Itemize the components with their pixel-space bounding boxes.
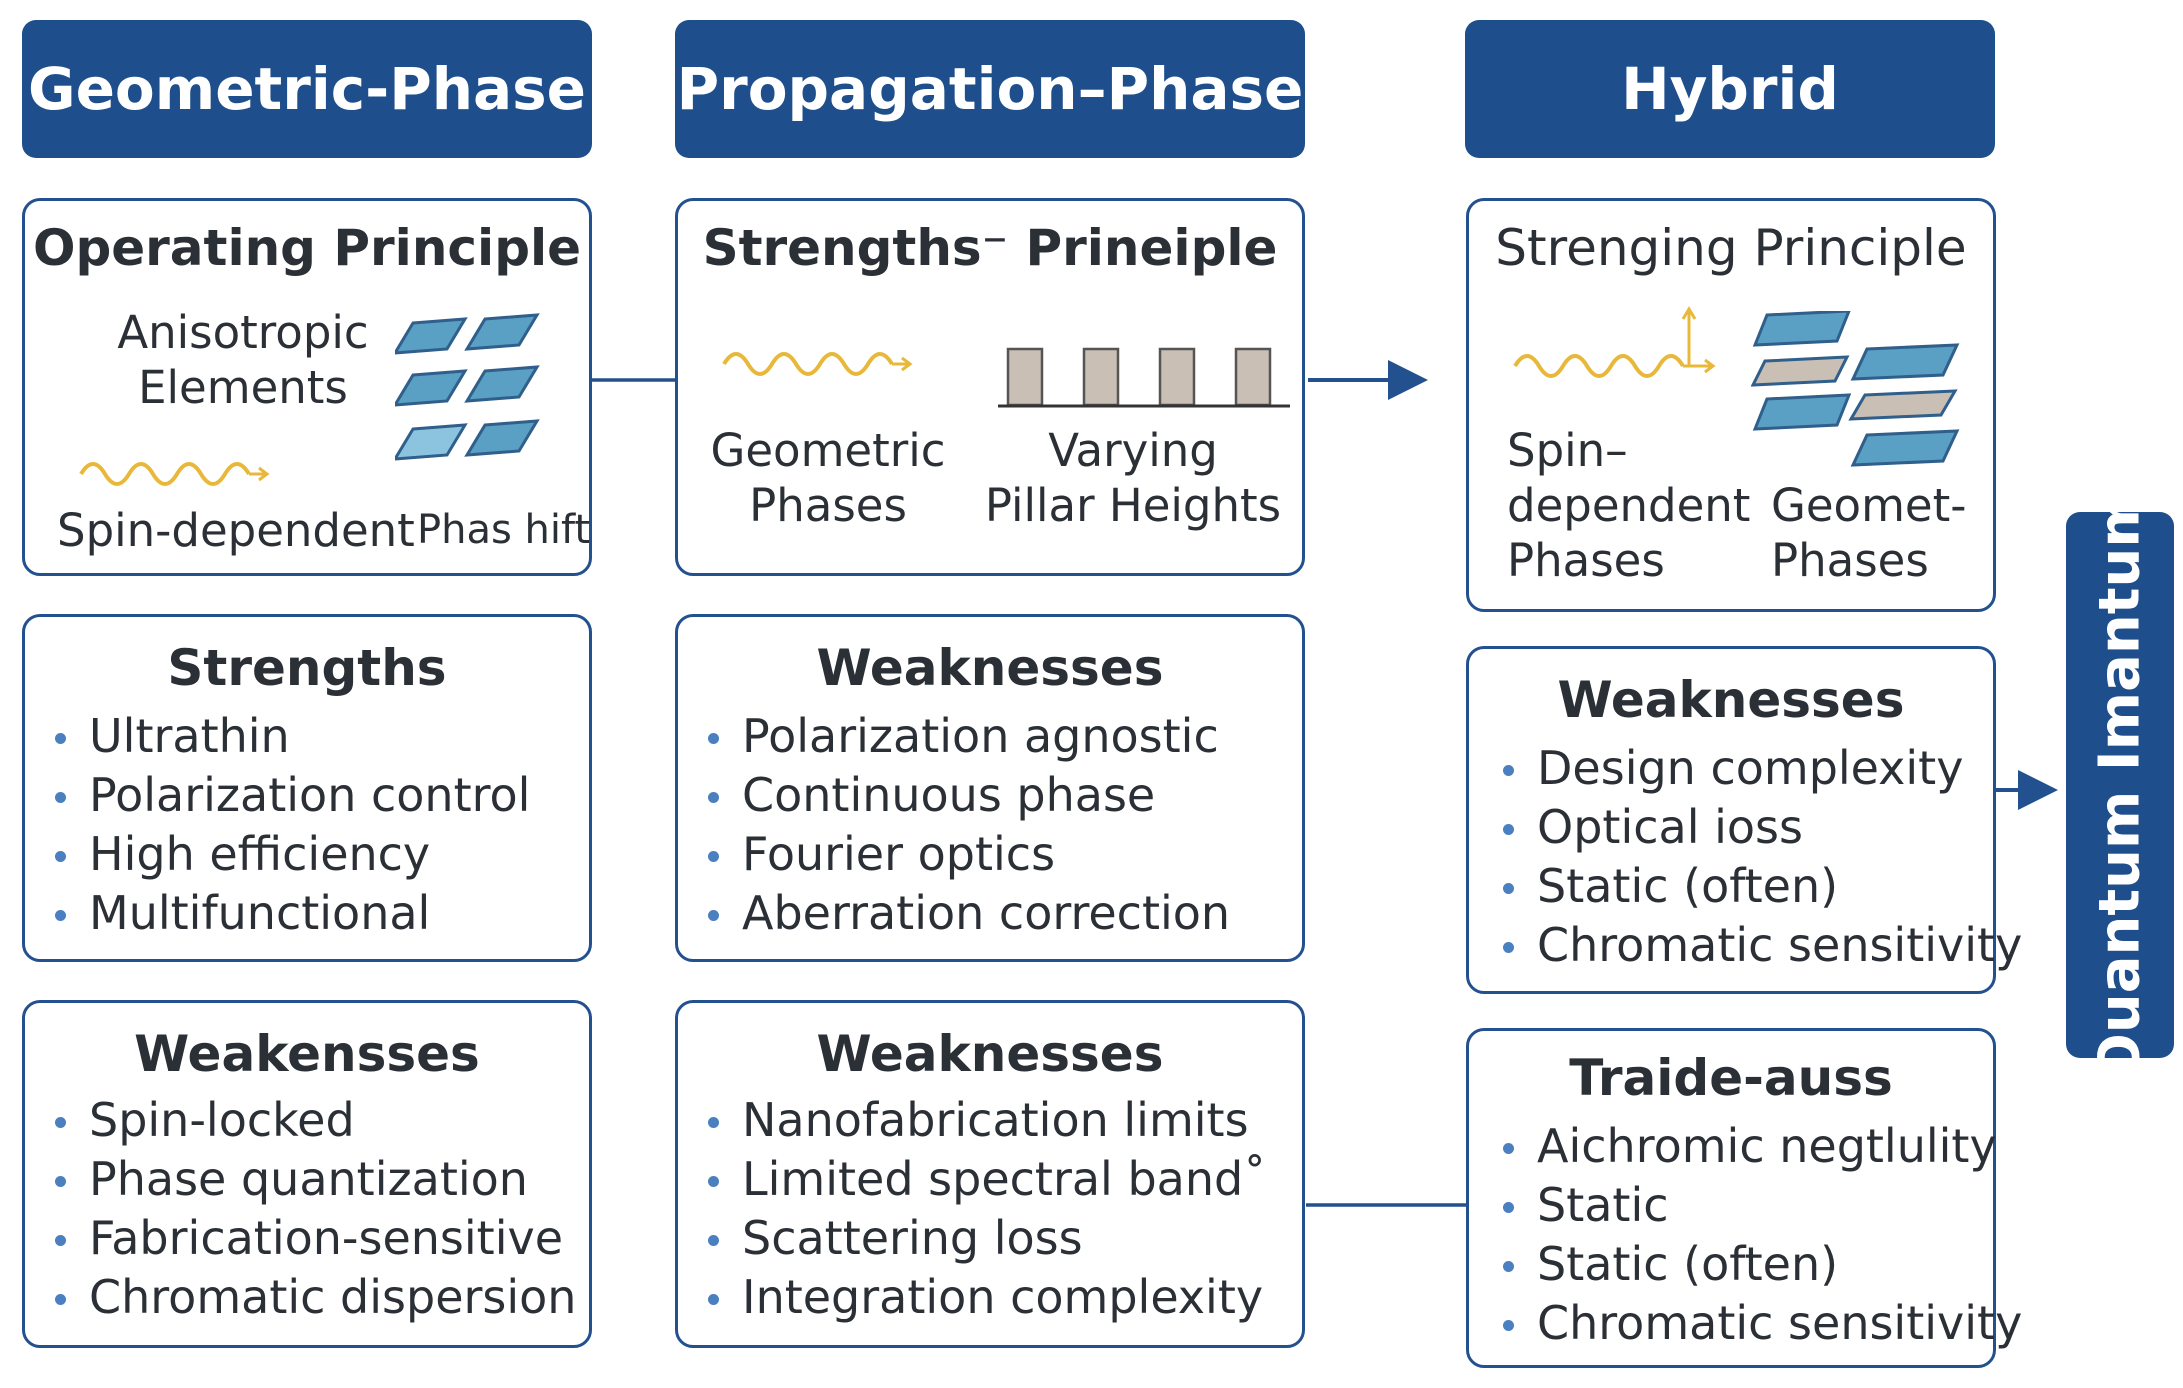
- geometric-principle-box: Operating Principle Anisotropic Elements…: [22, 198, 592, 576]
- hybrid-weaknesses-box: Weaknesses Design complexity Optical ios…: [1466, 646, 2022, 994]
- geometric-weaknesses-list: Spin-locked Phase quantization Fabricati…: [55, 1091, 576, 1327]
- hybrid-tradeoffs-title: Traide-auss: [1569, 1049, 1893, 1107]
- geometric-weaknesses-box: Weakensses Spin-locked Phase quantizatio…: [22, 1000, 592, 1348]
- list-item: Chromatic dispersion: [55, 1268, 576, 1327]
- list-item: Multifunctional: [55, 884, 530, 943]
- list-item: Polarization control: [55, 766, 530, 825]
- list-item: Fourier optics: [708, 825, 1230, 884]
- side-label-box: Ouantum Imantum: [2066, 489, 2174, 1081]
- header-geometric-phase: Geometric-Phase: [22, 20, 592, 158]
- propagation-weaknesses-2-box: Weaknesses Nanofabrication limits Limite…: [675, 1000, 1305, 1348]
- hybrid-weaknesses-list: Design complexity Optical ioss Static (o…: [1503, 739, 2022, 975]
- geometric-strengths-list: Ultrathin Polarization control High effi…: [55, 707, 530, 943]
- anisotropic-label: Anisotropic Elements: [117, 306, 369, 414]
- geometric-weaknesses-title: Weakensses: [134, 1025, 480, 1083]
- hybrid-weaknesses-title: Weaknesses: [1557, 671, 1905, 729]
- geometric-phases-label: Geometric Phases: [710, 424, 946, 532]
- list-item: Chromatic sensitivity: [1503, 916, 2022, 975]
- pillar-heights-label: Varying Pillar Heights: [984, 424, 1282, 532]
- header-hybrid: Hybrid: [1465, 20, 1995, 158]
- list-item: Spin-locked: [55, 1091, 576, 1150]
- list-item: Scattering loss: [708, 1209, 1266, 1268]
- list-item: Fabrication-sensitive: [55, 1209, 576, 1268]
- list-item: Static (often): [1503, 857, 2022, 916]
- hybrid-principle-title: Strenging Principle: [1495, 219, 1967, 277]
- spin-dependent-label: Spin-dependent: [57, 504, 415, 557]
- wave-icon: [722, 352, 913, 376]
- list-item: Ultrathin: [55, 707, 530, 766]
- pillars-icon: [998, 347, 1290, 408]
- list-item: Chromatic sensitivity: [1503, 1294, 2022, 1353]
- hybrid-principle-box: Strenging Principle Spin– dependent Phas…: [1466, 198, 1996, 612]
- list-item: Integration complexity: [708, 1268, 1266, 1327]
- list-item: High efficiency: [55, 825, 530, 884]
- list-item: Static (often): [1503, 1235, 2022, 1294]
- propagation-weaknesses-2-title: Weaknesses: [816, 1025, 1164, 1083]
- spin-dependent-phases-label: Spin– dependent Phases: [1507, 424, 1751, 587]
- list-item: Aberration correction: [708, 884, 1230, 943]
- geometric-strengths-title: Strengths: [167, 639, 447, 697]
- list-item: Design complexity: [1503, 739, 2022, 798]
- list-item: Aichromic negtlulity: [1503, 1117, 2022, 1176]
- geometric-principle-title: Operating Principle: [32, 219, 582, 277]
- geometric-strengths-box: Strengths Ultrathin Polarization control…: [22, 614, 592, 962]
- hybrid-tradeoffs-list: Aichromic negtlulity Static Static (ofte…: [1503, 1117, 2022, 1353]
- phase-shift-label: Phas hift: [417, 507, 591, 553]
- propagation-principle-box: Strengths⁻ Prineiple Geometric Phases Va…: [675, 198, 1305, 576]
- stacked-layers-icon: [1751, 311, 1960, 467]
- side-label: Ouantum Imantum: [2087, 489, 2153, 1081]
- header-propagation-phase: Propagation–Phase: [675, 20, 1305, 158]
- propagation-weaknesses-2-list: Nanofabrication limits Limited spectral …: [708, 1091, 1266, 1327]
- wave-icon: [79, 462, 270, 486]
- propagation-weaknesses-box: Weaknesses Polarization agnostic Continu…: [675, 614, 1305, 962]
- list-item: Polarization agnostic: [708, 707, 1230, 766]
- list-item: Phase quantization: [55, 1150, 576, 1209]
- propagation-principle-title: Strengths⁻ Prineiple: [702, 219, 1278, 277]
- list-item: Nanofabrication limits: [708, 1091, 1266, 1150]
- wave-up-arrow-icon: [1513, 306, 1716, 378]
- propagation-weaknesses-list: Polarization agnostic Continuous phase F…: [708, 707, 1230, 943]
- list-item: Optical ioss: [1503, 798, 2022, 857]
- list-item: Static: [1503, 1176, 2022, 1235]
- propagation-weaknesses-title: Weaknesses: [816, 639, 1164, 697]
- geomet-phases-label: Geomet- Phases: [1771, 479, 1967, 587]
- hybrid-tradeoffs-box: Traide-auss Aichromic negtlulity Static …: [1466, 1028, 2022, 1368]
- list-item: Limited spectral band˚: [708, 1150, 1266, 1209]
- list-item: Continuous phase: [708, 766, 1230, 825]
- anisotropic-tiles-icon: [395, 313, 540, 461]
